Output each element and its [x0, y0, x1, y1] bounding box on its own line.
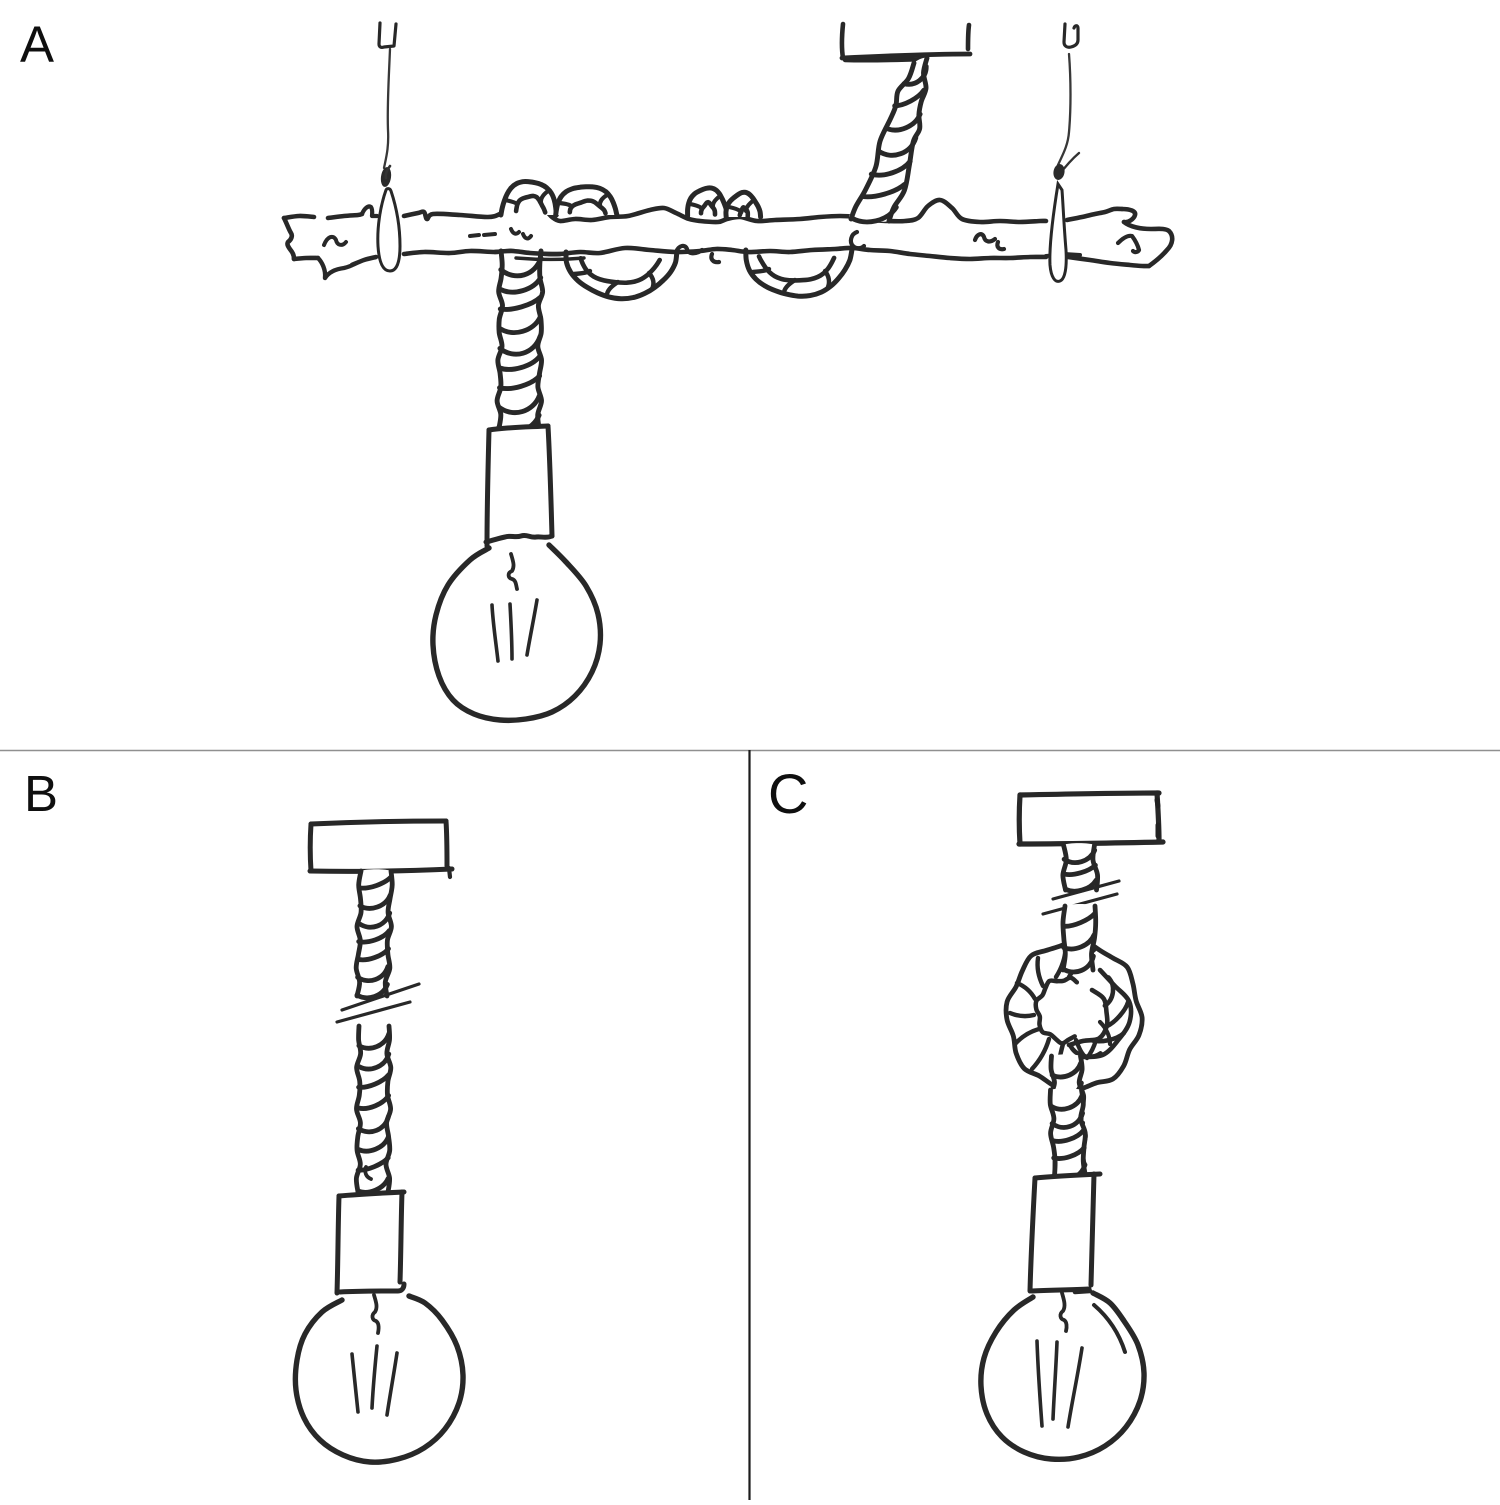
svg-text:A: A [20, 16, 54, 73]
svg-text:C: C [768, 762, 808, 825]
svg-text:B: B [24, 765, 58, 822]
